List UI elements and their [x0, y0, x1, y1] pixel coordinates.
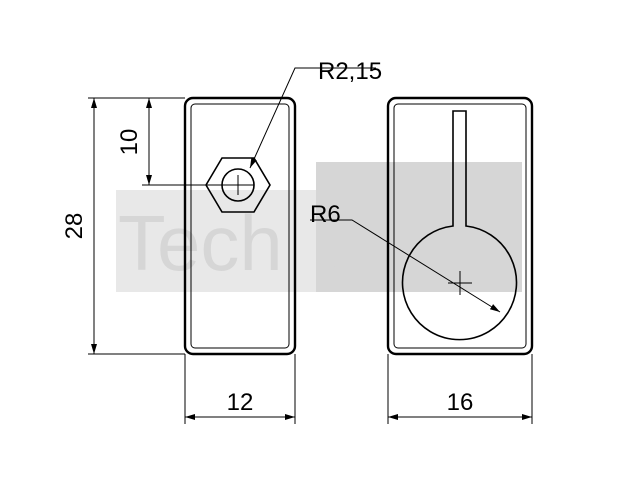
hex-nut [205, 157, 271, 213]
watermark-band-right [316, 162, 522, 292]
right-view [386, 96, 534, 356]
radius-keyhole-leader [310, 219, 501, 313]
radius-hole-label: R2,15 [318, 58, 382, 85]
left-block-outline [183, 96, 297, 356]
dim-width-left-label: 12 [227, 389, 254, 416]
dimension-offset: 10 [116, 98, 238, 186]
dimension-height: 28 [61, 97, 185, 355]
dim-height-label: 28 [61, 213, 88, 240]
radius-callout-hole: R2,15 [249, 58, 382, 169]
keyhole-slot [401, 110, 518, 341]
watermark-text-tech: Tech [118, 199, 283, 287]
dimension-width-right: 16 [387, 354, 533, 424]
watermark-band-left [116, 190, 316, 292]
radius-hole-leader [249, 67, 376, 169]
dimension-width-left: 12 [184, 354, 296, 424]
radius-keyhole-label: R6 [310, 201, 341, 228]
dim-width-right-label: 16 [447, 389, 474, 416]
right-block-outline [386, 96, 534, 356]
dim-offset-label: 10 [116, 129, 143, 156]
left-block-inner [190, 103, 290, 349]
right-block-inner [393, 103, 527, 349]
radius-callout-keyhole: R6 [310, 201, 501, 313]
